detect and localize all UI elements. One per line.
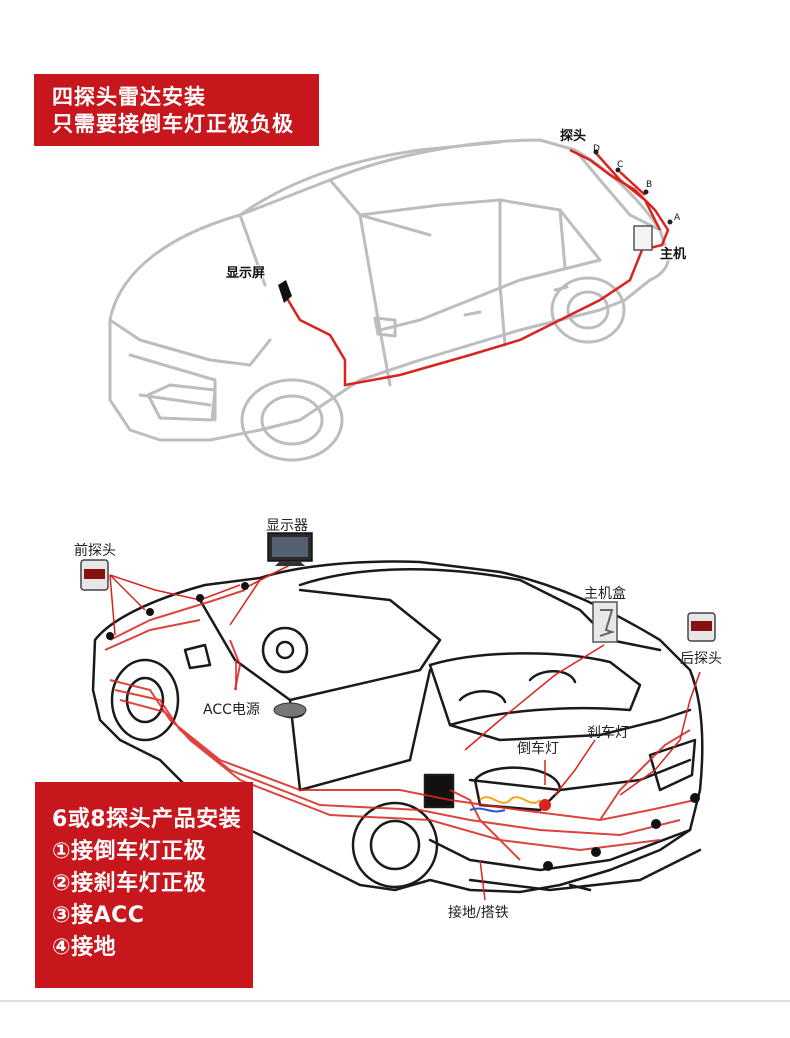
brake-light-label: 刹车灯 xyxy=(587,725,629,741)
top-banner-line2: 只需要接倒车灯正极负极 xyxy=(52,112,294,136)
top-sensor-label: 探头 xyxy=(560,129,587,144)
bottom-banner-title: 6或8探头产品安装 xyxy=(52,807,242,832)
sensor-point-c: C xyxy=(617,160,624,170)
sensor-point-d: D xyxy=(593,144,600,154)
bottom-banner-step2: ②接刹车灯正极 xyxy=(52,871,207,896)
ground-label: 接地/搭铁 xyxy=(448,905,509,921)
host-box-icon xyxy=(592,601,618,643)
front-sensor-icon xyxy=(80,559,109,591)
bottom-sensor-dots xyxy=(106,582,700,871)
bottom-pointer-lines xyxy=(109,564,701,901)
acc-power-label: ACC电源 xyxy=(203,702,260,718)
top-display-unit xyxy=(278,280,292,303)
sensor-point-b: B xyxy=(646,180,653,190)
top-display-label: 显示屏 xyxy=(226,266,266,281)
bottom-install-banner: 6或8探头产品安装 ①接倒车灯正极 ②接刹车灯正极 ③接ACC ④接地 xyxy=(35,782,253,988)
bottom-banner-step3: ③接ACC xyxy=(52,903,145,928)
bottom-display-icon xyxy=(267,532,313,566)
rear-sensor-label: 后探头 xyxy=(680,651,722,667)
top-car-outline xyxy=(108,138,670,462)
bottom-banner-step4: ④接地 xyxy=(52,935,117,960)
top-install-banner: 四探头雷达安装 只需要接倒车灯正极负极 xyxy=(34,74,319,146)
sensor-point-a: A xyxy=(674,213,681,223)
top-host-box xyxy=(633,225,653,251)
page-divider xyxy=(0,1000,790,1002)
front-sensor-label: 前探头 xyxy=(74,543,116,559)
top-host-label: 主机 xyxy=(660,247,687,262)
bottom-display-label: 显示器 xyxy=(266,518,308,534)
top-sensor-points xyxy=(593,149,673,225)
reverse-light-label: 倒车灯 xyxy=(517,741,559,757)
rear-sensor-icon xyxy=(687,612,716,642)
top-banner-line1: 四探头雷达安装 xyxy=(52,85,206,109)
acc-connector-icon xyxy=(273,702,307,718)
host-box-label: 主机盒 xyxy=(584,586,626,602)
bottom-banner-step1: ①接倒车灯正极 xyxy=(52,839,207,864)
wire-connectors xyxy=(469,796,551,813)
top-wiring xyxy=(283,148,670,387)
